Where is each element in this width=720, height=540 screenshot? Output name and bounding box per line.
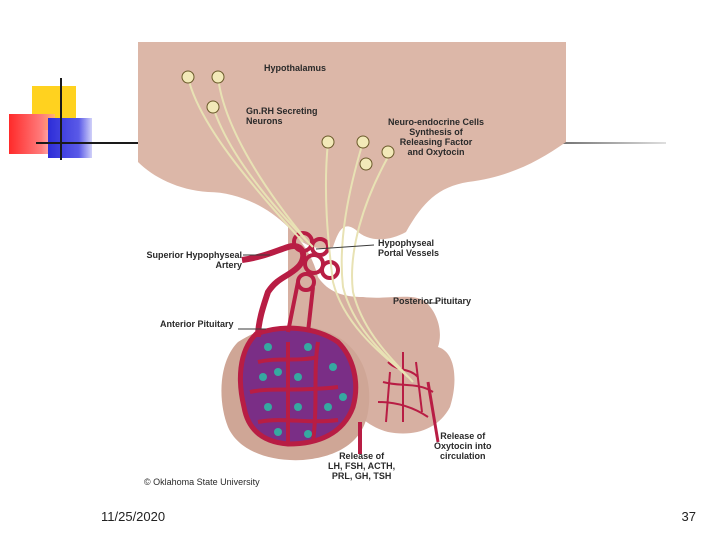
label-hypothalamus: Hypothalamus xyxy=(264,63,327,73)
superior-hypophyseal-artery xyxy=(241,243,307,338)
neuron-cell-bodies xyxy=(181,70,395,171)
label-posterior-pituitary: Posterior Pituitary xyxy=(393,296,472,306)
label-release-hormones: Release of LH, FSH, ACTH, PRL, GH, TSH xyxy=(328,451,396,481)
footer-date: 11/25/2020 xyxy=(101,509,166,524)
page-number: 37 xyxy=(681,509,696,524)
leader-lines xyxy=(238,244,438,330)
portal-vessels xyxy=(286,231,340,333)
decorative-red-square xyxy=(9,114,55,154)
label-anterior-pituitary: Anterior Pituitary xyxy=(160,319,234,329)
secretory-cells xyxy=(259,343,347,438)
capillary-bed xyxy=(237,325,359,447)
pituitary-diagram: Hypothalamus Gn.RH Secreting Neurons Neu… xyxy=(138,42,566,492)
nerve-fibers xyxy=(187,76,414,383)
capillary-network xyxy=(249,341,339,443)
label-hypophyseal-portal-vessels: Hypophyseal Portal Vessels xyxy=(378,238,440,258)
posterior-capillary-plexus xyxy=(358,352,440,454)
decorative-vertical-line xyxy=(60,78,62,160)
hypothalamus-tissue xyxy=(138,42,566,249)
pituitary-illustration xyxy=(138,42,566,461)
label-neuroendocrine-cells: Neuro-endocrine Cells Synthesis of Relea… xyxy=(388,117,485,157)
label-release-oxytocin: Release of Oxytocin into circulation xyxy=(434,431,492,461)
label-superior-hypophyseal-artery: Superior Hypophyseal Artery xyxy=(146,250,242,270)
copyright-text: © Oklahoma State University xyxy=(144,477,260,487)
decorative-blue-square xyxy=(48,118,92,158)
label-gnrh-neurons: Gn.RH Secreting Neurons xyxy=(246,106,318,126)
